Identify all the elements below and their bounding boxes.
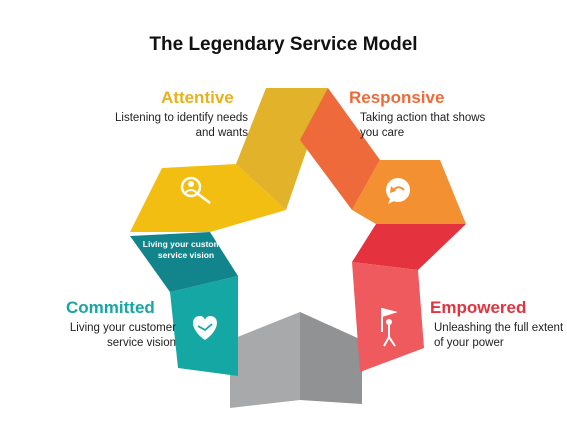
responsive-description: Taking action that shows you care: [360, 112, 486, 139]
attentive-segment: [130, 164, 286, 232]
empowered-segment: [352, 262, 424, 372]
bottom-segment: [230, 312, 300, 408]
committed-title: Committed: [66, 298, 155, 317]
empowered-upper: [352, 224, 466, 270]
attentive-title: Attentive: [161, 88, 234, 107]
committed-band: [130, 232, 238, 292]
band-label: Living your customer service vision: [142, 239, 230, 260]
chat-arrow-icon: [386, 178, 410, 204]
empowered-description: Unleashing the full extent of your power: [434, 322, 564, 349]
responsive-upper: [300, 88, 380, 210]
attentive-description: Listening to identify needs and wants: [115, 112, 248, 139]
committed-description: Living your customer service vision: [69, 322, 176, 349]
attentive-upper: [236, 88, 328, 210]
bottom-segment-shade: [300, 312, 362, 404]
flag-person-icon: [381, 308, 398, 347]
magnifier-person-icon: [180, 176, 211, 204]
empowered-title: Empowered: [430, 298, 527, 317]
responsive-title: Responsive: [349, 88, 445, 107]
diagram-title: The Legendary Service Model: [149, 34, 418, 55]
heart-handshake-icon: [193, 316, 217, 340]
